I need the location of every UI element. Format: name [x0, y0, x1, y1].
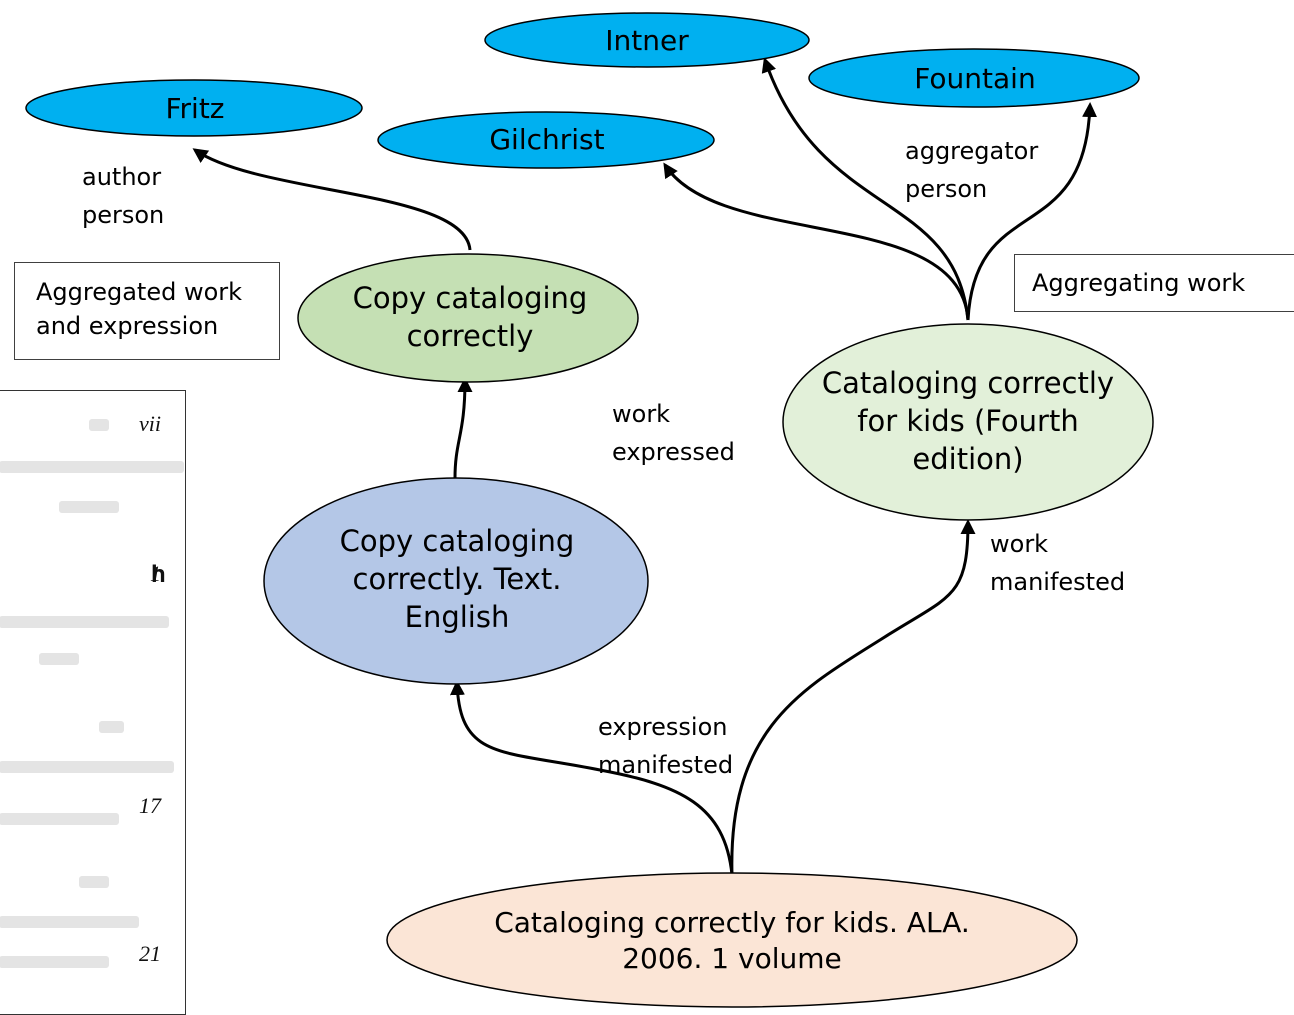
aggregating-work-box: Aggregating work	[1014, 254, 1294, 312]
edge-work-expressed	[453, 377, 473, 479]
node-fountain[interactable]: Fountain	[914, 61, 1036, 95]
node-copy-work[interactable]: Copy cataloging correctly	[352, 281, 588, 353]
toc-chapter-fragment: h	[151, 561, 166, 588]
toc-page-17: 17	[139, 793, 161, 818]
node-manifestation-shape	[386, 872, 1078, 1008]
edge-label-expression-manifested: expression manifested	[598, 713, 734, 779]
edge-author-person	[192, 148, 472, 251]
node-manifestation[interactable]: Cataloging correctly for kids. ALA. 2006…	[494, 905, 970, 975]
node-intner-shape	[484, 12, 810, 68]
toc-page-21: 21	[139, 941, 161, 966]
edge-label-work-manifested: work manifested	[990, 530, 1126, 596]
edge-aggregator-fountain	[966, 102, 1098, 321]
node-kids-work[interactable]: Cataloging correctly for kids (Fourth ed…	[821, 366, 1115, 476]
node-expression-shape	[263, 477, 649, 685]
node-gilchrist-shape	[377, 111, 715, 169]
edge-label-work-expressed: work expressed	[612, 400, 735, 466]
toc-image: vii h 1 17 21	[0, 390, 186, 1015]
node-gilchrist[interactable]: Gilchrist	[489, 122, 605, 156]
node-fritz-shape	[25, 79, 363, 137]
aggregated-work-box: Aggregated work and expression	[14, 262, 280, 360]
toc-page-1: 1	[150, 561, 161, 586]
edge-label-aggregator-person: aggregator person	[905, 137, 1039, 203]
toc-page-vii: vii	[139, 411, 161, 436]
edge-aggregator-gilchrist	[663, 162, 970, 321]
node-fountain-shape	[808, 48, 1140, 108]
edge-expression-manifested	[449, 680, 734, 876]
node-intner[interactable]: Intner	[605, 23, 689, 57]
node-fritz[interactable]: Fritz	[165, 91, 225, 125]
edge-aggregator-intner	[761, 57, 970, 321]
edge-label-author-person: author person	[82, 163, 165, 229]
edge-work-manifested	[730, 519, 976, 876]
node-kids-work-shape	[782, 323, 1154, 521]
node-expression[interactable]: Copy cataloging correctly. Text. English	[339, 524, 575, 634]
node-copy-work-shape	[297, 253, 639, 383]
